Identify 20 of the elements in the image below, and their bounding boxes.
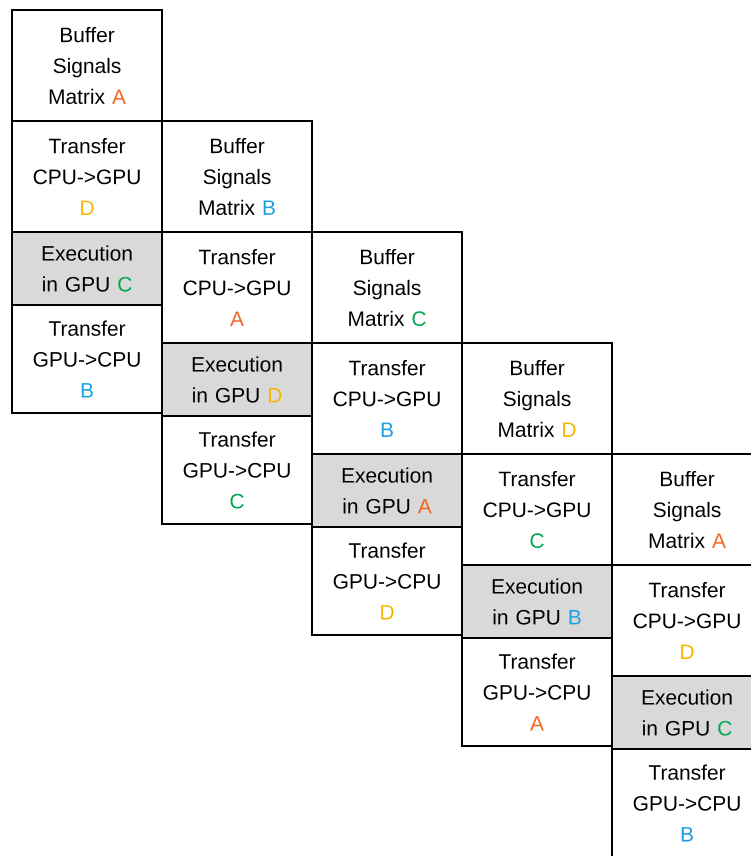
execution-box: Execution in GPU A (311, 453, 463, 528)
execution-box: Execution in GPU D (161, 342, 313, 417)
execution-box: Execution in GPU C (11, 231, 163, 306)
transfer-box: Transfer CPU->GPU A (161, 231, 313, 344)
transfer-box: Transfer CPU->GPU C (461, 453, 613, 566)
buffer-box: Buffer Signals Matrix C (311, 231, 463, 344)
transfer-box: Transfer GPU->CPU A (461, 637, 613, 747)
execution-box: Execution in GPU C (611, 675, 751, 750)
execution-box: Execution in GPU B (461, 564, 613, 639)
buffer-box: Buffer Signals Matrix B (161, 120, 313, 233)
transfer-box: Transfer GPU->CPU B (611, 748, 751, 856)
transfer-box: Transfer CPU->GPU D (11, 120, 163, 233)
transfer-box: Transfer CPU->GPU B (311, 342, 463, 455)
buffer-box: Buffer Signals Matrix A (11, 9, 163, 122)
transfer-box: Transfer GPU->CPU C (161, 415, 313, 525)
transfer-box: Transfer GPU->CPU D (311, 526, 463, 636)
transfer-box: Transfer GPU->CPU B (11, 304, 163, 414)
buffer-box: Buffer Signals Matrix A (611, 453, 751, 566)
buffer-box: Buffer Signals Matrix D (461, 342, 613, 455)
transfer-box: Transfer CPU->GPU D (611, 564, 751, 677)
